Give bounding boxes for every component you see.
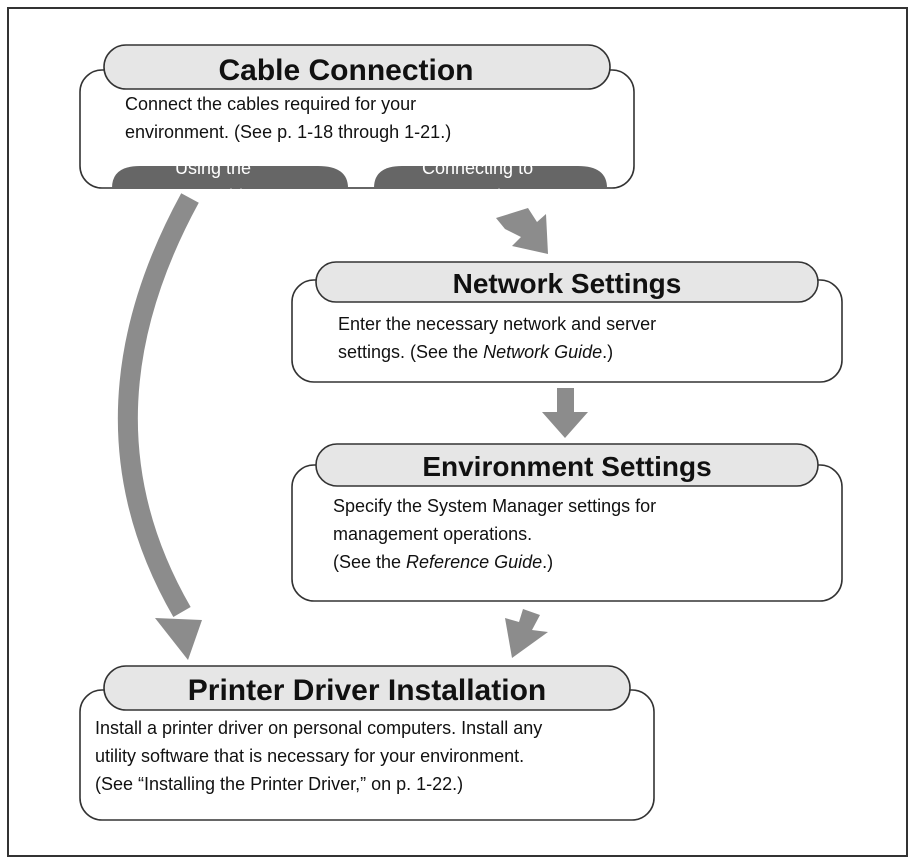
environment-settings-step: Environment Settings Specify the System … xyxy=(291,443,843,602)
usb-to-driver-arrow-shaft xyxy=(117,193,199,617)
network-tab-line-1: Connecting to xyxy=(422,158,533,178)
printer-driver-installation-title-pill xyxy=(103,665,631,711)
environment-settings-line-3-pre: (See the xyxy=(333,552,406,572)
network-settings-line-2: settings. (See the Network Guide.) xyxy=(338,342,613,362)
printer-driver-installation-line-2: utility software that is necessary for y… xyxy=(95,746,524,766)
network-settings-line-2-post: .) xyxy=(602,342,613,362)
usb-cable-tab-line-1: Using the xyxy=(175,158,251,178)
network-to-settings-arrow xyxy=(496,208,548,254)
cable-connection-title-pill xyxy=(103,44,611,90)
printer-driver-installation-line-1: Install a printer driver on personal com… xyxy=(95,718,542,738)
environment-settings-line-2: management operations. xyxy=(333,524,532,544)
network-settings-step: Network Settings Enter the necessary net… xyxy=(291,261,843,383)
environment-settings-title: Environment Settings xyxy=(422,451,711,482)
reference-guide-italic: Reference Guide xyxy=(406,552,542,572)
printer-driver-installation-line-3: (See “Installing the Printer Driver,” on… xyxy=(95,774,463,794)
printer-driver-installation-title: Printer Driver Installation xyxy=(188,674,546,707)
network-settings-title-pill xyxy=(315,261,819,303)
cable-connection-step: Cable Connection Connect the cables requ… xyxy=(79,44,635,206)
environment-to-driver-arrow xyxy=(505,609,548,658)
network-settings-line-2-pre: settings. (See the xyxy=(338,342,483,362)
network-guide-italic: Network Guide xyxy=(483,342,602,362)
network-tab-line-2: a network xyxy=(428,186,507,206)
network-settings-title: Network Settings xyxy=(453,268,682,299)
outer-frame xyxy=(7,7,908,857)
cable-connection-line-1: Connect the cables required for your xyxy=(125,94,416,114)
usb-to-driver-arrowhead xyxy=(155,618,202,660)
environment-settings-title-pill xyxy=(315,443,819,487)
network-to-environment-arrow xyxy=(542,388,588,438)
network-settings-line-1: Enter the necessary network and server xyxy=(338,314,656,334)
environment-settings-line-3-post: .) xyxy=(542,552,553,572)
usb-cable-tab xyxy=(112,166,348,188)
network-tab xyxy=(374,166,607,188)
cable-connection-title: Cable Connection xyxy=(218,54,473,87)
cable-connection-line-2: environment. (See p. 1-18 through 1-21.) xyxy=(125,122,451,142)
environment-settings-line-1: Specify the System Manager settings for xyxy=(333,496,656,516)
environment-settings-line-3: (See the Reference Guide.) xyxy=(333,552,553,572)
printer-driver-installation-step: Printer Driver Installation Install a pr… xyxy=(79,665,655,821)
